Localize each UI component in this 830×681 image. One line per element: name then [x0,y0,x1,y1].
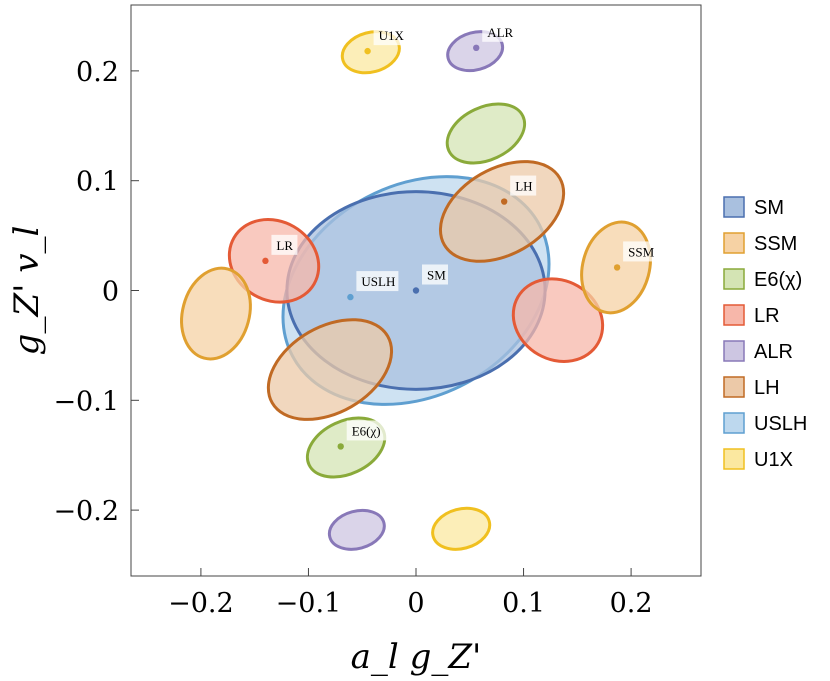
legend-label-alr: ALR [754,341,793,363]
point-label-u1x: U1X [379,28,405,43]
legend-label-sm: SM [754,197,784,219]
point-label-lr: LR [276,238,293,253]
x-tick-label: −0.1 [276,588,342,619]
point-label-e6: E6(χ) [352,423,381,438]
legend-label-e6: E6(χ) [754,269,802,291]
legend-swatch-ssm [723,232,745,254]
point-label-bg-e6 [346,420,397,441]
point-label-bg-ssm [623,241,658,262]
point-u1x [364,47,371,55]
point-label-bg-lr [271,234,298,255]
legend-label-lh: LH [754,377,780,399]
point-label-bg-lh [510,175,537,196]
legend: SM SSM E6(χ) LR ALR LH USLH U1X [723,196,807,471]
region-lh-2 [266,318,394,421]
y-tick-label: −0.1 [53,386,119,417]
point-label-ssm: SSM [628,244,654,259]
y-tick-label: −0.2 [53,496,119,527]
legend-swatch-alr [723,340,745,362]
x-axis-label: a_l g_Z' [351,637,482,677]
legend-swatch-uslh [723,412,745,434]
legend-swatch-lh [723,376,745,398]
point-lh [500,198,508,205]
x-tick-label: −0.2 [168,588,234,619]
y-axis-label: g_Z' v_l [7,226,47,356]
point-alr [473,44,480,52]
x-tick-label: 0.2 [610,588,653,619]
region-e6-2 [445,102,527,165]
point-labels: SM SSM E6(χ) LR ALR LH USLH U1X [262,21,658,450]
point-label-bg-sm [422,264,448,285]
region-u1x-2 [431,506,492,551]
legend-swatch-u1x [723,448,745,470]
axis-ticks: −0.2 −0.1 0 0.1 0.2 −0.2 −0.1 0 0.1 0.2 [53,57,652,619]
legend-label-ssm: SSM [754,233,797,255]
point-label-alr: ALR [487,25,513,40]
legend-label-lr: LR [754,305,780,327]
point-label-bg-uslh [356,271,399,292]
legend-label-uslh: USLH [754,413,807,435]
legend-label-u1x: U1X [754,449,793,471]
point-label-bg-u1x [373,25,408,46]
point-label-bg-alr [482,21,517,42]
x-tick-label: 0.1 [502,588,545,619]
point-sm [412,287,420,294]
point-ssm [613,264,621,271]
point-label-uslh: USLH [361,274,395,289]
point-uslh [347,293,354,301]
legend-swatch-lr [723,304,745,326]
y-tick-label: 0 [102,277,119,308]
x-tick-label: 0 [407,588,424,619]
point-lr [262,257,269,265]
region-lr-2 [511,277,605,363]
point-e6 [337,443,344,450]
point-label-sm: SM [427,268,446,283]
region-ssm-2 [180,266,252,361]
y-tick-label: 0.2 [76,57,119,88]
legend-swatch-e6 [723,268,745,290]
point-label-lh: LH [515,179,532,194]
y-tick-label: 0.1 [76,167,119,198]
legend-swatch-sm [723,196,745,218]
region-alr-2 [327,508,386,551]
